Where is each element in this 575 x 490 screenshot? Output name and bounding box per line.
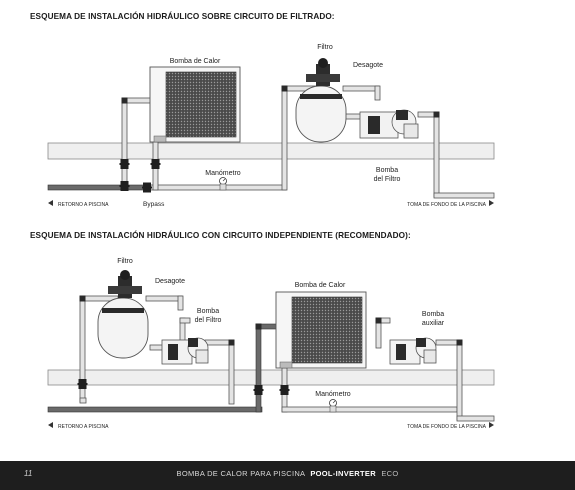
- label-manometer: Manómetro: [205, 170, 241, 177]
- label-heat-pump: Bomba de Calor: [170, 58, 221, 65]
- intake-arrow-icon: [489, 422, 494, 428]
- page-number: 11: [24, 469, 33, 478]
- label-filter-pump-2: del Filtro: [374, 176, 401, 183]
- footer-product: BOMBA DE CALOR PARA PISCINA: [176, 469, 305, 478]
- label-drain: Desagote: [155, 278, 185, 285]
- sand-filter: [295, 58, 347, 143]
- diagram2: Filtro Desagote Bomba del Filtro Bomba d…: [47, 258, 495, 430]
- hydraulic-diagrams: Bomba de Calor Filtro Desagote Bomba del…: [47, 44, 495, 430]
- label-filter-pump-1: Bomba: [197, 308, 219, 315]
- footer-text: BOMBA DE CALOR PARA PISCINA POOL-INVERTE…: [0, 469, 575, 478]
- heat-pump-unit: [149, 66, 241, 143]
- auxiliary-pump: [389, 337, 437, 365]
- label-heat-pump: Bomba de Calor: [295, 282, 346, 289]
- manometer: [219, 177, 227, 191]
- label-filter-pump-1: Bomba: [376, 167, 398, 174]
- page-footer: 11 BOMBA DE CALOR PARA PISCINA POOL-INVE…: [0, 461, 575, 490]
- label-drain: Desagote: [353, 62, 383, 69]
- label-intake: TOMA DE FONDO DE LA PISCINA: [407, 424, 486, 430]
- label-filter: Filtro: [317, 44, 333, 51]
- label-bypass: Bypass: [143, 201, 165, 208]
- ground-slab: [47, 369, 495, 386]
- sand-filter: [97, 270, 149, 359]
- heat-pump-unit: [275, 291, 367, 369]
- label-aux-pump-2: auxiliar: [422, 320, 445, 327]
- return-pipe: [47, 184, 149, 191]
- label-return: RETORNO A PISCINA: [58, 202, 109, 208]
- label-filter: Filtro: [117, 258, 133, 265]
- pipes: [79, 295, 495, 422]
- label-aux-pump-1: Bomba: [422, 311, 444, 318]
- diagram2-title: ESQUEMA DE INSTALACIÓN HIDRÁULICO CON CI…: [30, 231, 411, 240]
- filter-pump: [359, 109, 419, 139]
- return-arrow-icon: [48, 422, 53, 428]
- footer-brand: POOL-INVERTER: [310, 469, 376, 478]
- ground-slab: [47, 142, 495, 160]
- diagram1: Bomba de Calor Filtro Desagote Bomba del…: [47, 44, 495, 208]
- return-pipe: [47, 406, 263, 413]
- label-return: RETORNO A PISCINA: [58, 424, 109, 430]
- return-arrow-icon: [48, 200, 53, 206]
- footer-eco: ECO: [381, 469, 399, 478]
- label-manometer: Manómetro: [315, 391, 351, 398]
- manometer: [329, 399, 337, 413]
- label-filter-pump-2: del Filtro: [195, 317, 222, 324]
- diagram1-title: ESQUEMA DE INSTALACIÓN HIDRÁULICO SOBRE …: [30, 12, 335, 21]
- label-intake: TOMA DE FONDO DE LA PISCINA: [407, 202, 486, 208]
- filter-pump: [161, 337, 209, 365]
- intake-arrow-icon: [489, 200, 494, 206]
